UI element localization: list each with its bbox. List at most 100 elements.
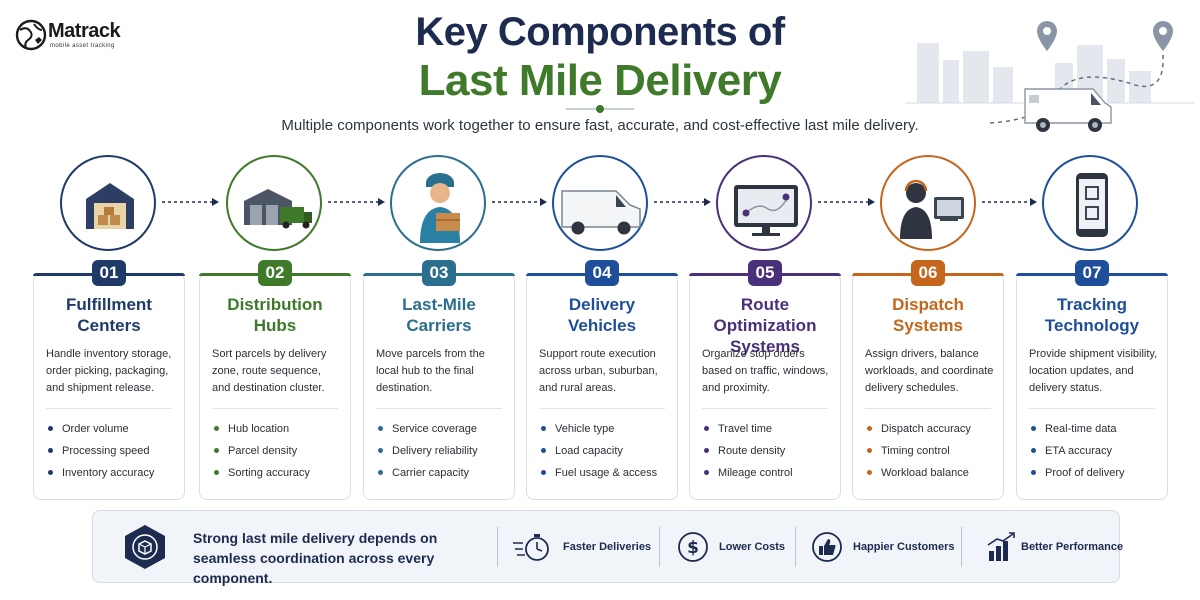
flow-arrow: [162, 198, 219, 206]
summary-bar: Strong last mile delivery depends on sea…: [92, 510, 1123, 586]
delivery-van-icon: [561, 190, 641, 235]
card-divider: [212, 408, 338, 409]
metric-item: Route density: [702, 443, 834, 465]
metric-label: Mileage control: [718, 467, 793, 479]
card-title-line1: Last-Mile: [402, 295, 476, 314]
carrier-circle: [390, 155, 486, 251]
metric-item: Fuel usage & access: [539, 465, 671, 487]
bullet-dot: [867, 448, 872, 453]
metric-label: Timing control: [881, 445, 950, 457]
metric-label: Hub location: [228, 423, 290, 435]
page-title-line1: Key Components of: [415, 10, 785, 54]
card-divider: [539, 408, 665, 409]
step-number-badge: 02: [258, 260, 292, 286]
card-title-line2: Vehicles: [567, 316, 637, 335]
metric-label: Carrier capacity: [392, 467, 470, 479]
card-divider: [376, 408, 502, 409]
bullet-dot: [214, 426, 219, 431]
step-number-badge: 01: [92, 260, 126, 286]
summary-divider: [961, 527, 962, 567]
bullet-dot: [541, 470, 546, 475]
metric-label: Delivery reliability: [392, 445, 478, 457]
metric-item: Proof of delivery: [1029, 465, 1161, 487]
page-title-line2: Last Mile Delivery: [418, 56, 782, 105]
bullet-dot: [1031, 426, 1036, 431]
card-title-line2: Systems: [730, 337, 800, 356]
bullet-dot: [867, 426, 872, 431]
logo-tagline: mobile asset tracking: [50, 43, 115, 49]
package-hexagon-icon: [125, 525, 165, 569]
title-divider-dot: [596, 105, 604, 113]
metric-item: Hub location: [212, 421, 344, 443]
metric-label: Order volume: [62, 423, 129, 435]
card-title-line1: Fulfillment: [66, 295, 152, 314]
route-optimization-circle: [716, 155, 812, 251]
metric-label: Inventory accuracy: [62, 467, 155, 479]
flow-arrow: [654, 198, 711, 206]
tracking-circle: [1042, 155, 1138, 251]
city-van-illustration: [905, 21, 1195, 132]
matrack-logo: Matrack mobile asset tracking: [14, 18, 134, 54]
card-title-line1: Tracking: [1057, 295, 1127, 314]
step-number-badge: 07: [1075, 260, 1109, 286]
metric-label: Route density: [718, 445, 786, 457]
globe-icon: [15, 19, 47, 51]
dollar-icon: $: [678, 532, 708, 562]
metric-item: ETA accuracy: [1029, 443, 1161, 465]
smartphone-icon: [1076, 173, 1108, 237]
metric-label: Load capacity: [555, 445, 623, 457]
metric-item: Processing speed: [46, 443, 178, 465]
metric-item: Real-time data: [1029, 421, 1161, 443]
card-description: Provide shipment visibility, location up…: [1029, 348, 1158, 394]
card-title-line2: Carriers: [406, 316, 472, 335]
card-title-line1: Dispatch: [892, 295, 964, 314]
bullet-dot: [704, 426, 709, 431]
card-description: Support route execution across urban, su…: [539, 348, 658, 394]
metric-label: Workload balance: [881, 467, 969, 479]
card-title-line1: Delivery: [568, 295, 636, 314]
step-number-badge: 06: [911, 260, 945, 286]
bullet-dot: [1031, 470, 1036, 475]
bullet-dot: [48, 448, 53, 453]
metric-item: Carrier capacity: [376, 465, 508, 487]
card-divider: [865, 408, 991, 409]
metric-label: Dispatch accuracy: [881, 423, 971, 435]
courier-icon: [420, 173, 460, 243]
step-number-badge: 04: [585, 260, 619, 286]
card-description: Assign drivers, balance workloads, and c…: [865, 348, 994, 394]
metric-label: Real-time data: [1045, 423, 1117, 435]
warehouse-icon: [86, 183, 134, 229]
card-title-line2: Centers: [77, 316, 141, 335]
metric-item: Load capacity: [539, 443, 671, 465]
metric-label: Vehicle type: [555, 423, 615, 435]
bullet-dot: [704, 470, 709, 475]
bullet-dot: [704, 448, 709, 453]
stopwatch-icon: [513, 534, 549, 561]
bullet-dot: [1031, 448, 1036, 453]
bullet-dot: [214, 470, 219, 475]
dispatcher-icon: [900, 179, 964, 239]
benefit-label: Happier Customers: [853, 541, 955, 553]
card-description: Sort parcels by delivery zone, route seq…: [212, 348, 327, 394]
bullet-dot: [867, 470, 872, 475]
bullet-dot: [378, 470, 383, 475]
metric-label: Service coverage: [392, 423, 477, 435]
bullet-dot: [48, 470, 53, 475]
bullet-dot: [541, 448, 546, 453]
metric-item: Vehicle type: [539, 421, 671, 443]
card-description: Organize stop orders based on traffic, w…: [702, 348, 829, 394]
card-title-line2: Hubs: [253, 316, 297, 335]
step-number-badge: 05: [748, 260, 782, 286]
